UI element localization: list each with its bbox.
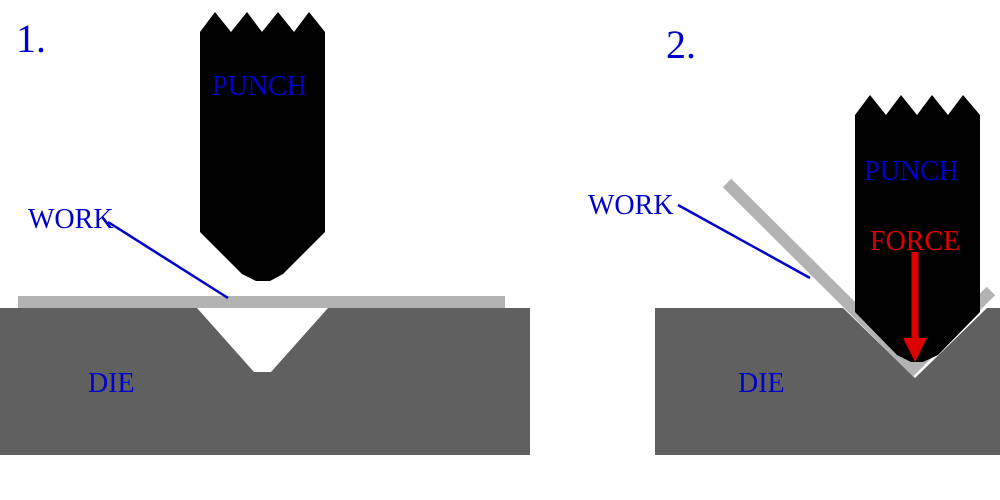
panel-1-number: 1. bbox=[16, 16, 46, 61]
die-label-2: DIE bbox=[738, 368, 785, 399]
work-label-2: WORK bbox=[588, 190, 674, 221]
punch-shape-2 bbox=[855, 95, 980, 362]
work-sheet-flat bbox=[18, 296, 505, 308]
work-leader-line-1 bbox=[107, 220, 229, 300]
panel-2: 2. PUNCH FORCE WORK DIE bbox=[588, 22, 1000, 455]
panel-1: 1. PUNCH WORK DIE bbox=[0, 12, 530, 455]
force-label: FORCE bbox=[870, 226, 960, 257]
die-label-1: DIE bbox=[88, 368, 135, 399]
force-arrow-head bbox=[903, 338, 927, 362]
work-leader-line-2 bbox=[677, 203, 811, 280]
panel-2-number: 2. bbox=[666, 22, 696, 67]
die-v-notch-1 bbox=[197, 308, 328, 372]
punch-label-1: PUNCH bbox=[212, 71, 307, 102]
work-label-1: WORK bbox=[28, 204, 114, 235]
punch-shape-1 bbox=[200, 12, 325, 281]
punch-label-2: PUNCH bbox=[864, 156, 959, 187]
